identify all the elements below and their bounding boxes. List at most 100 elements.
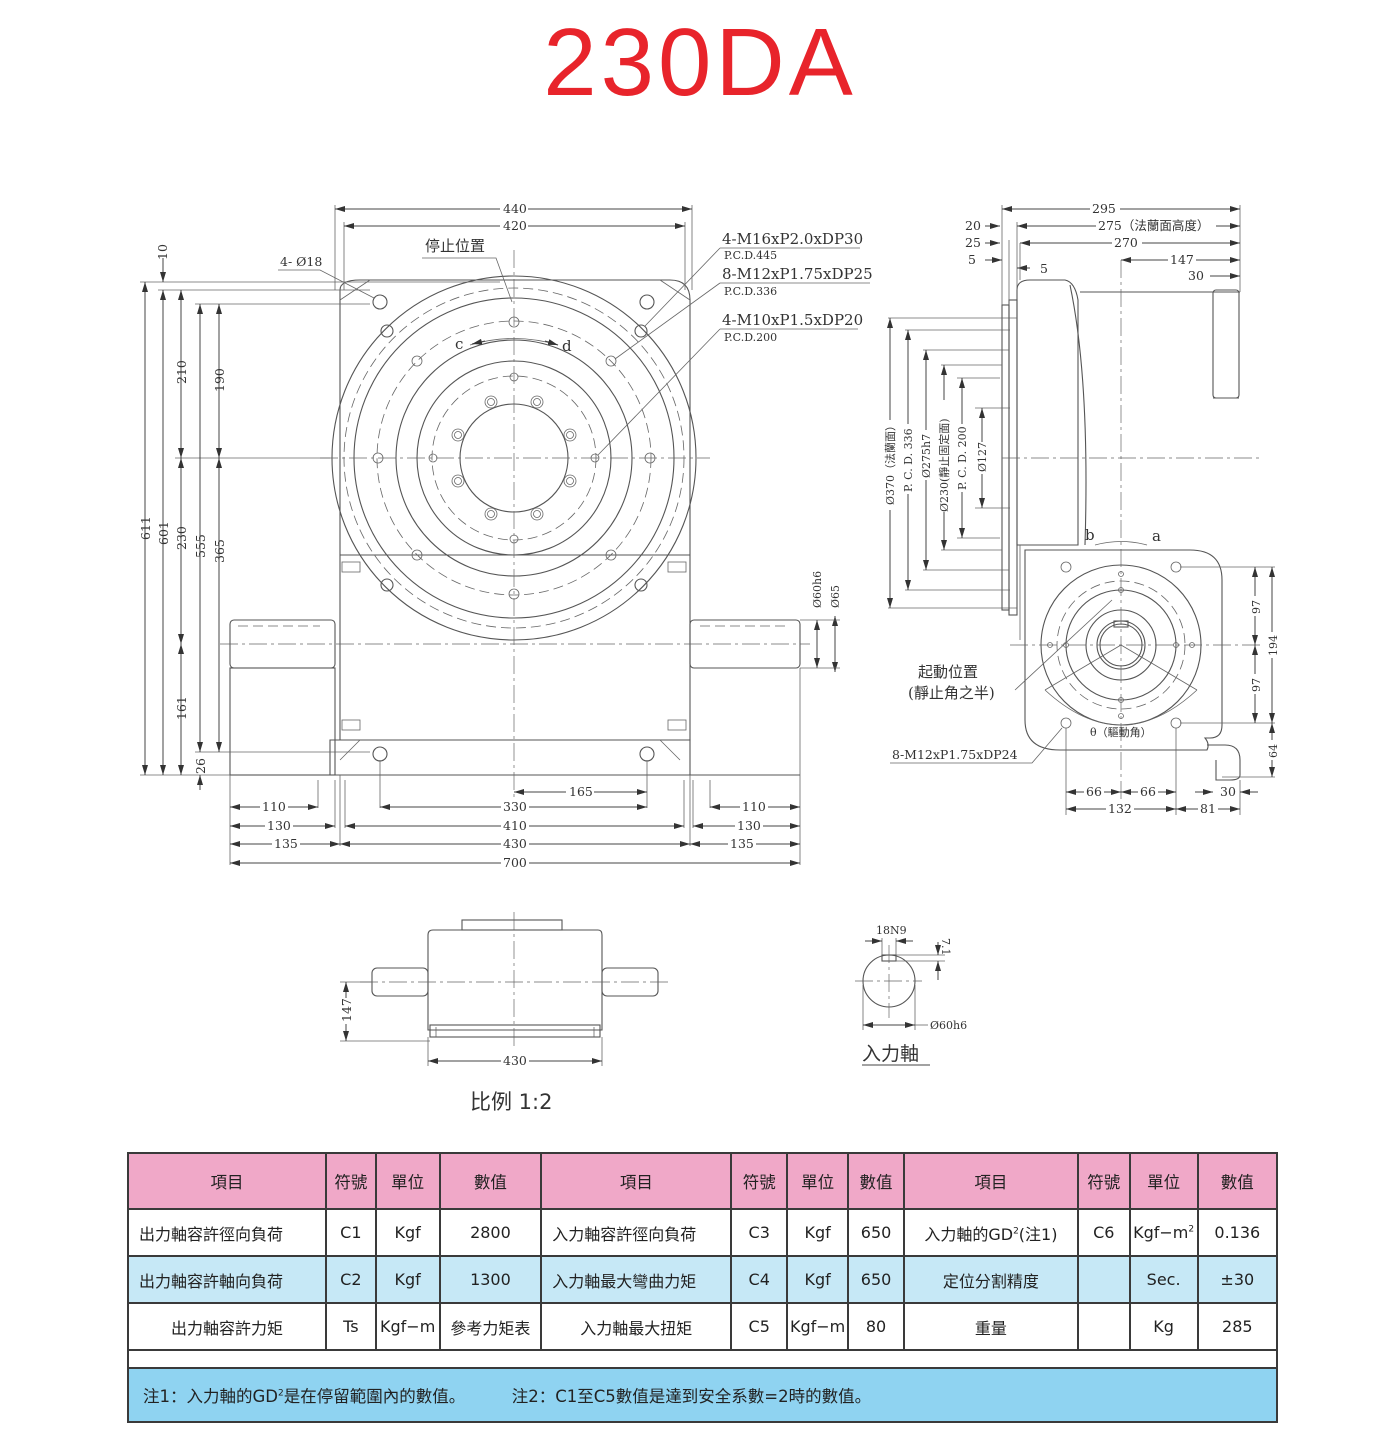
dim-611: 611 <box>138 516 153 540</box>
header-item: 項目 <box>127 1152 327 1210</box>
superscript-2: 2 <box>1013 1226 1019 1237</box>
dim-555: 555 <box>193 534 208 558</box>
cell-item: 重量 <box>902 1302 1079 1351</box>
spec-table: 項目 符號 單位 數值 項目 符號 單位 數值 項目 符號 單位 數值 出力軸容… <box>127 1152 1279 1423</box>
dim-165: 165 <box>569 784 593 799</box>
drive-angle-label: θ（驅動角） <box>1090 725 1152 739</box>
cell-value: 0.136 <box>1196 1208 1279 1257</box>
dim-pcd336-side: P. C. D. 336 <box>902 428 915 492</box>
notes-cell: 注1：入力軸的GD2是在停留範圍內的數值。 注2：C1至C5數值是達到安全系數=… <box>127 1367 1278 1423</box>
dim-right-110: 110 <box>742 799 766 814</box>
dim-shaft-65: Ø65 <box>829 585 842 608</box>
cell-value: ±30 <box>1196 1255 1279 1304</box>
dim-66-right: 66 <box>1140 784 1156 799</box>
cell-value: 285 <box>1196 1302 1279 1351</box>
header-symbol: 符號 <box>324 1152 377 1210</box>
header-symbol: 符號 <box>730 1152 788 1210</box>
header-value: 數值 <box>1196 1152 1279 1210</box>
cell-symbol <box>1076 1302 1131 1351</box>
bottom-view: 147 430 <box>339 912 670 1068</box>
cell-item: 出力軸容許軸向負荷 <box>127 1255 327 1304</box>
side-view: b a 295 275（法蘭面高度） 270 147 30 20 25 5 <box>883 201 1280 816</box>
dim-194: 194 <box>1267 635 1280 656</box>
note1-prefix: 注1：入力軸的GD <box>143 1387 278 1406</box>
cell-unit: Kgf−m <box>785 1302 850 1351</box>
dim-pcd200-side: P. C. D. 200 <box>956 426 969 490</box>
dim-30-top: 30 <box>1188 268 1204 283</box>
callout-m12: 8-M12xP1.75xDP25 <box>722 265 873 283</box>
cell-unit: Sec. <box>1128 1255 1199 1304</box>
cell-value: 650 <box>847 1255 905 1304</box>
callout-m16: 4-M16xP2.0xDP30 <box>722 230 863 248</box>
dim-input-shaft-diameter: Ø60h6 <box>930 1019 967 1032</box>
dim-365: 365 <box>212 539 227 563</box>
dim-left-130: 130 <box>267 818 291 833</box>
cell-unit: Kgf <box>374 1255 441 1304</box>
cell-item: 出力軸容許徑向負荷 <box>127 1208 327 1257</box>
header-value: 數值 <box>438 1152 543 1210</box>
dim-20: 20 <box>965 218 981 233</box>
cell-value: 650 <box>847 1208 905 1257</box>
dim-370-flange: Ø370（法蘭面） <box>883 420 897 505</box>
dim-left-135: 135 <box>274 836 298 851</box>
header-item: 項目 <box>902 1152 1079 1210</box>
dim-601: 601 <box>156 521 171 545</box>
cell-symbol: Ts <box>324 1302 377 1351</box>
cell-symbol: C1 <box>324 1208 377 1257</box>
cell-symbol <box>1076 1255 1131 1304</box>
dim-shaft-60h6: Ø60h6 <box>811 571 824 608</box>
header-symbol: 符號 <box>1076 1152 1131 1210</box>
header-value: 數值 <box>847 1152 905 1210</box>
table-spacer-row <box>127 1349 1278 1369</box>
dim-81: 81 <box>1200 801 1216 816</box>
cell-item: 出力軸容許力矩 <box>127 1302 327 1351</box>
cell-symbol: C3 <box>730 1208 788 1257</box>
header-item: 項目 <box>540 1152 733 1210</box>
dim-97-top: 97 <box>1250 600 1263 614</box>
cell-item: 入力軸容許徑向負荷 <box>540 1208 733 1257</box>
cell-unit: Kg <box>1128 1302 1199 1351</box>
dim-26: 26 <box>193 758 208 774</box>
start-position-note: (靜止角之半) <box>908 684 995 702</box>
dim-330: 330 <box>503 799 527 814</box>
cell-value: 參考力矩表 <box>438 1302 543 1351</box>
cell-item: 入力軸最大扭矩 <box>540 1302 733 1351</box>
dim-key-18n9: 18N9 <box>876 924 907 937</box>
superscript-2: 2 <box>1188 1224 1195 1235</box>
unit-text: Kgf−m <box>1133 1223 1189 1242</box>
dim-270: 270 <box>1114 235 1138 250</box>
cell-unit: Kgf <box>785 1208 850 1257</box>
dim-161: 161 <box>174 696 189 720</box>
dir-b-label: b <box>1085 526 1095 544</box>
dim-440: 440 <box>503 201 527 216</box>
bottom-holes-label: 8-M12xP1.75xDP24 <box>892 747 1018 762</box>
dim-5b: 5 <box>1040 261 1048 276</box>
cell-unit: Kgf <box>785 1255 850 1304</box>
dim-64: 64 <box>1267 744 1280 758</box>
stop-position-label: 停止位置 <box>425 237 485 255</box>
note2: 注2：C1至C5數值是達到安全系數=2時的數值。 <box>511 1387 872 1406</box>
dim-410: 410 <box>503 818 527 833</box>
callout-pcd336: P.C.D.336 <box>724 285 777 298</box>
cell-value: 1300 <box>438 1255 543 1304</box>
callout-pcd200: P.C.D.200 <box>724 331 777 344</box>
dim-25: 25 <box>965 235 981 250</box>
dim-66-left: 66 <box>1086 784 1102 799</box>
mount-holes-label: 4- Ø18 <box>280 254 322 269</box>
dim-left-110: 110 <box>262 799 286 814</box>
input-shaft-label: 入力軸 <box>862 1043 919 1065</box>
scale-label: 比例 1:2 <box>470 1090 553 1114</box>
cell-value: 2800 <box>438 1208 543 1257</box>
table-row: 出力軸容許徑向負荷 C1 Kgf 2800 入力軸容許徑向負荷 C3 Kgf 6… <box>127 1208 1279 1257</box>
callout-m10: 4-M10xP1.5xDP20 <box>722 311 863 329</box>
cell-symbol: C4 <box>730 1255 788 1304</box>
dim-295: 295 <box>1092 201 1116 216</box>
cell-unit: Kgf <box>374 1208 441 1257</box>
table-row: 出力軸容許軸向負荷 C2 Kgf 1300 入力軸最大彎曲力矩 C4 Kgf 6… <box>127 1255 1279 1304</box>
note1-suffix: 是在停留範圍內的數值。 <box>283 1387 466 1406</box>
technical-drawing: c d 440 420 停止位置 4- Ø18 4-M16xP2.0xDP30 … <box>138 201 1280 1068</box>
dim-700: 700 <box>503 855 527 870</box>
cell-item: 入力軸的GD2(注1) <box>902 1208 1079 1257</box>
superscript-2: 2 <box>278 1388 284 1399</box>
input-shaft-detail: 18N9 7.1 Ø60h6 入力軸 <box>855 924 967 1066</box>
